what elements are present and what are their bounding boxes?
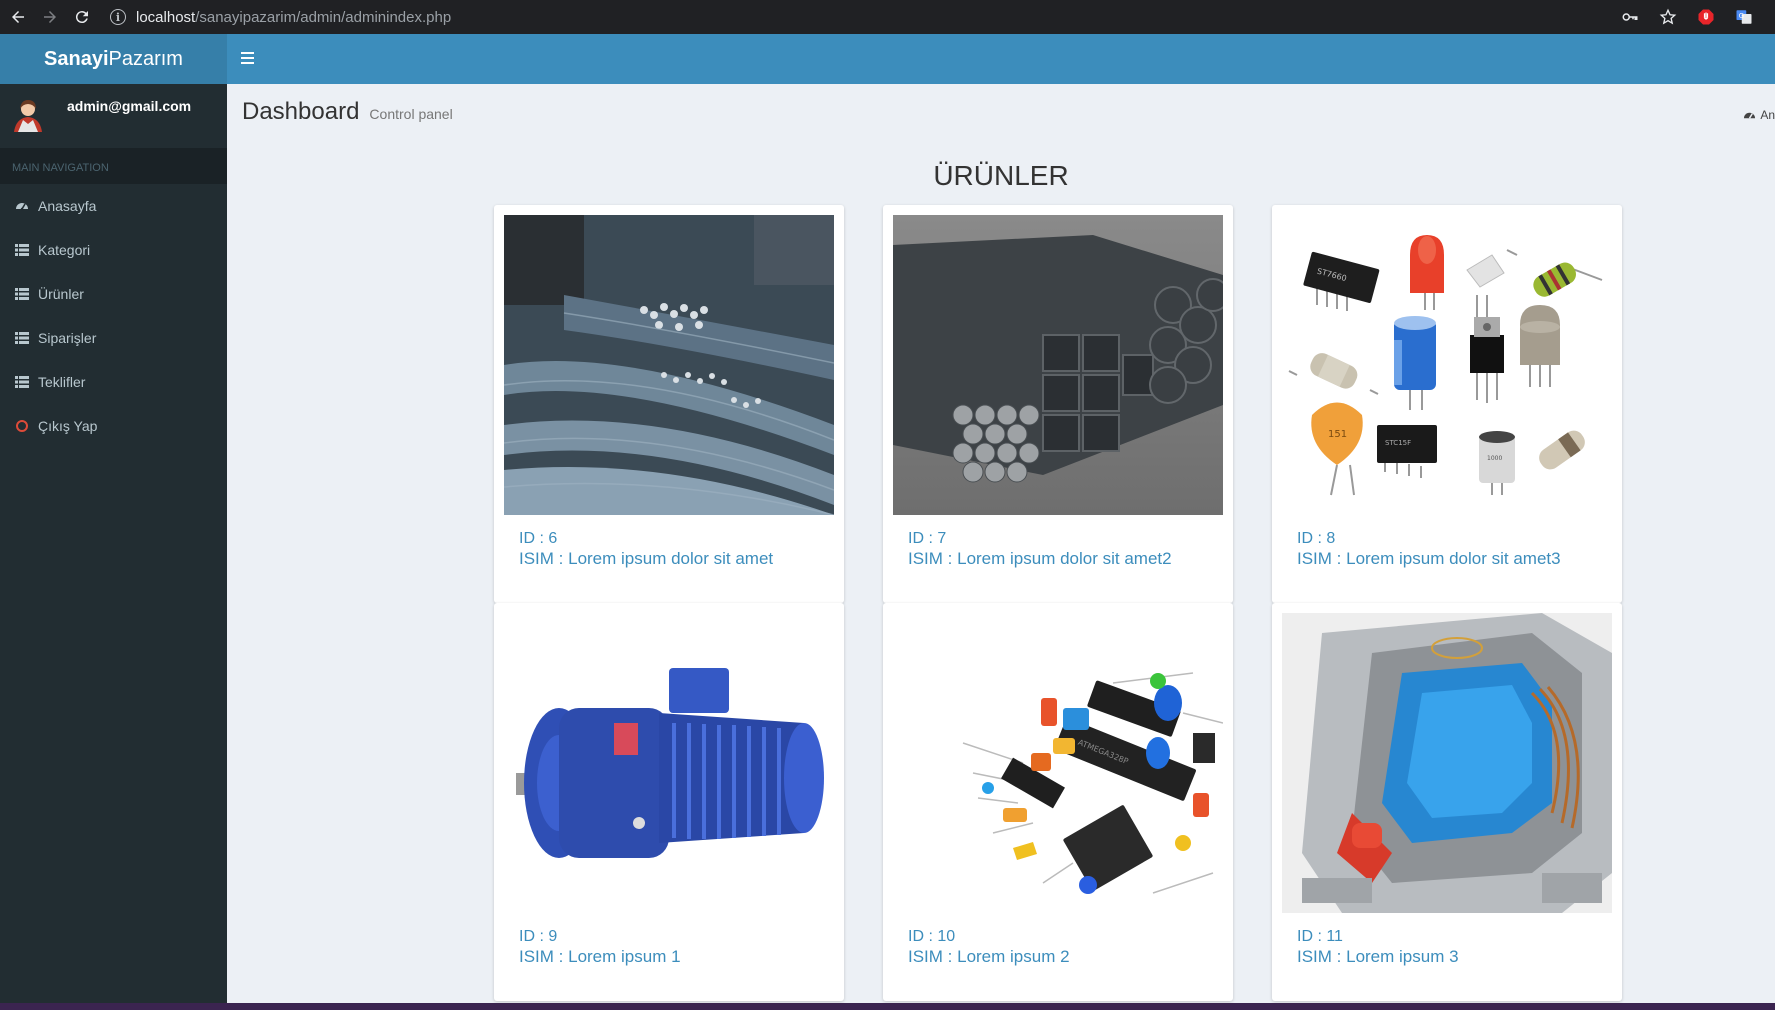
electric-motor-gearbox-image bbox=[504, 613, 834, 913]
reload-button[interactable] bbox=[66, 0, 98, 34]
steel-rebar-image bbox=[504, 215, 834, 515]
key-icon[interactable] bbox=[1619, 6, 1641, 28]
grid-icon bbox=[15, 331, 29, 345]
arrow-right-icon bbox=[44, 11, 56, 23]
product-name: ISIM : Lorem ipsum 1 bbox=[519, 947, 681, 966]
breadcrumb[interactable]: An bbox=[1743, 108, 1775, 122]
product-name: ISIM : Lorem ipsum 3 bbox=[1297, 947, 1459, 966]
breadcrumb-label: An bbox=[1760, 108, 1775, 122]
product-name: ISIM : Lorem ipsum dolor sit amet bbox=[519, 549, 774, 568]
avatar bbox=[10, 96, 46, 132]
product-image[interactable] bbox=[504, 613, 834, 913]
adblock-extension-icon[interactable] bbox=[1695, 6, 1717, 28]
product-id: ID : 11 bbox=[1297, 928, 1343, 945]
top-navbar bbox=[227, 34, 1775, 84]
product-image[interactable] bbox=[893, 215, 1223, 515]
svg-text:G: G bbox=[1739, 12, 1744, 20]
product-image[interactable] bbox=[504, 215, 834, 515]
hamburger-icon bbox=[241, 52, 254, 54]
steel-profiles-image bbox=[893, 215, 1223, 515]
sidebar-item-label: Çıkış Yap bbox=[38, 418, 98, 434]
svg-text:1000: 1000 bbox=[1487, 455, 1502, 462]
taskbar-strip bbox=[0, 1003, 1775, 1010]
forward-button[interactable] bbox=[34, 0, 66, 34]
address-bar[interactable]: i localhost/sanayipazarim/admin/adminind… bbox=[110, 4, 451, 30]
info-icon[interactable]: i bbox=[110, 9, 126, 25]
product-card[interactable]: ID : 9 ISIM : Lorem ipsum 1 bbox=[494, 603, 844, 1001]
product-image[interactable]: ATMEGA328P bbox=[893, 613, 1223, 913]
product-card[interactable]: ID : 6 ISIM : Lorem ipsum dolor sit amet bbox=[494, 205, 844, 603]
sidebar-item-urunler[interactable]: Ürünler bbox=[0, 272, 227, 316]
electronic-components-image: ST7660 151 STC15F 1000 bbox=[1282, 215, 1612, 515]
product-id: ID : 8 bbox=[1297, 530, 1336, 547]
product-card[interactable]: ID : 7 ISIM : Lorem ipsum dolor sit amet… bbox=[883, 205, 1233, 603]
sidebar-item-cikis-yap[interactable]: Çıkış Yap bbox=[0, 404, 227, 448]
sidebar-item-label: Teklifler bbox=[38, 374, 86, 390]
section-title: ÜRÜNLER bbox=[933, 160, 1069, 191]
user-email: admin@gmail.com bbox=[67, 98, 192, 114]
sidebar-toggle-button[interactable] bbox=[241, 49, 261, 69]
translate-extension-icon[interactable]: G bbox=[1733, 6, 1755, 28]
url-host: localhost bbox=[136, 8, 196, 26]
back-button[interactable] bbox=[2, 0, 34, 34]
motor-cutaway-image bbox=[1282, 613, 1612, 913]
user-panel: admin@gmail.com bbox=[0, 84, 227, 144]
product-id: ID : 9 bbox=[519, 928, 558, 945]
grid-icon bbox=[15, 287, 29, 301]
logo-rest: Pazarım bbox=[108, 47, 183, 70]
product-card[interactable]: ATMEGA328P ID : 10 ISIM : Lorem ipsum 2 bbox=[883, 603, 1233, 1001]
reload-icon bbox=[75, 11, 88, 24]
sidebar-item-label: Siparişler bbox=[38, 330, 97, 346]
product-card[interactable]: ST7660 151 STC15F 1000 ID : 8 ISIM : Lor… bbox=[1272, 205, 1622, 603]
sidebar-item-teklifler[interactable]: Teklifler bbox=[0, 360, 227, 404]
page-title: Dashboard bbox=[242, 98, 360, 125]
product-id: ID : 7 bbox=[908, 530, 947, 547]
grid-icon bbox=[15, 243, 29, 257]
product-name: ISIM : Lorem ipsum dolor sit amet3 bbox=[1297, 549, 1561, 568]
product-image[interactable]: ST7660 151 STC15F 1000 bbox=[1282, 215, 1612, 515]
product-id: ID : 10 bbox=[908, 928, 956, 945]
sidebar-item-kategori[interactable]: Kategori bbox=[0, 228, 227, 272]
sidebar-item-label: Anasayfa bbox=[38, 198, 97, 214]
content-header: Dashboard Control panel bbox=[242, 98, 453, 126]
sidebar-item-label: Ürünler bbox=[38, 286, 84, 302]
circle-icon bbox=[15, 419, 29, 433]
nav-header: MAIN NAVIGATION bbox=[0, 148, 227, 184]
product-image[interactable] bbox=[1282, 613, 1612, 913]
logo-bold: Sanayi bbox=[44, 47, 109, 70]
grid-icon bbox=[15, 375, 29, 389]
page-subtitle: Control panel bbox=[369, 106, 453, 122]
dashboard-icon bbox=[15, 199, 29, 213]
arrow-left-icon bbox=[12, 11, 24, 23]
svg-text:STC15F: STC15F bbox=[1385, 439, 1411, 447]
product-name: ISIM : Lorem ipsum 2 bbox=[908, 947, 1070, 966]
dashboard-icon bbox=[1744, 112, 1756, 119]
circuit-components-image: ATMEGA328P bbox=[893, 613, 1223, 913]
product-card[interactable]: ID : 11 ISIM : Lorem ipsum 3 bbox=[1272, 603, 1622, 1001]
sidebar: admin@gmail.com MAIN NAVIGATION Anasayfa… bbox=[0, 84, 227, 1004]
sidebar-item-anasayfa[interactable]: Anasayfa bbox=[0, 184, 227, 228]
sidebar-item-siparisler[interactable]: Siparişler bbox=[0, 316, 227, 360]
svg-text:151: 151 bbox=[1328, 429, 1347, 440]
url-path: /sanayipazarim/admin/adminindex.php bbox=[195, 8, 452, 26]
product-id: ID : 6 bbox=[519, 530, 558, 547]
browser-toolbar: i localhost/sanayipazarim/admin/adminind… bbox=[0, 0, 1775, 34]
sidebar-item-label: Kategori bbox=[38, 242, 91, 258]
star-icon[interactable] bbox=[1657, 6, 1679, 28]
product-name: ISIM : Lorem ipsum dolor sit amet2 bbox=[908, 549, 1172, 568]
